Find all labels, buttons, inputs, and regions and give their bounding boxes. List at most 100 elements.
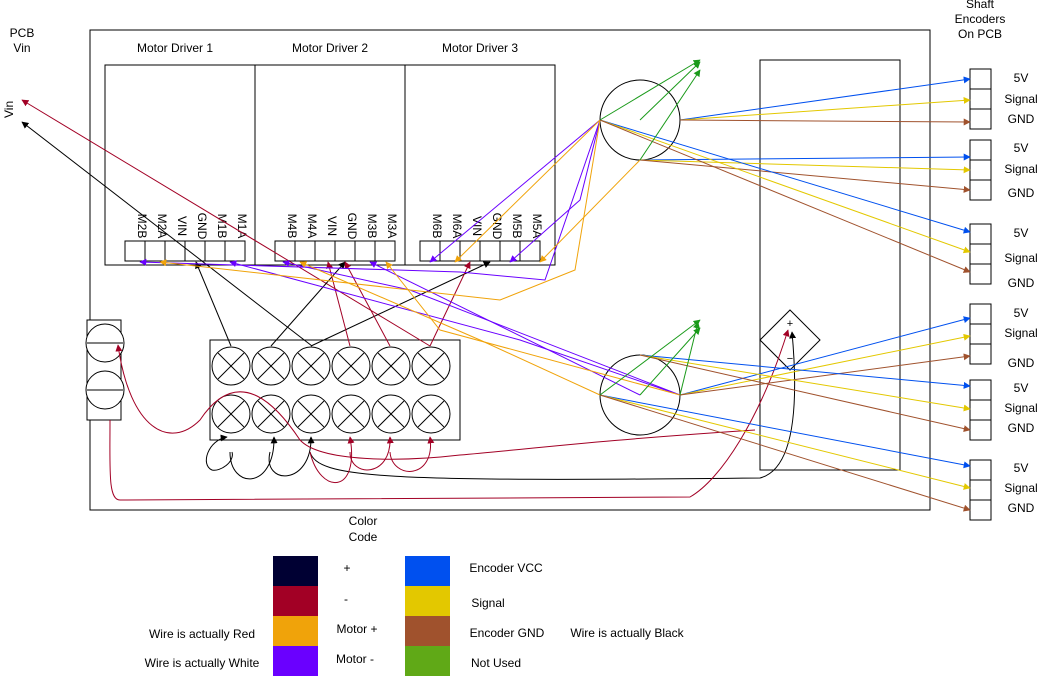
legend-label-motor-plus: Motor + (336, 622, 377, 636)
encoder-pin-label: GND (1008, 421, 1035, 435)
encoder-pin-label: Signal (1004, 481, 1037, 495)
encoder-pin-label: 5V (1014, 306, 1029, 320)
legend-label-encoder-vcc: Encoder VCC (469, 561, 543, 575)
terminal-cross (257, 352, 285, 380)
encoder-pin-label: 5V (1014, 141, 1029, 155)
encoder-pin-label: 5V (1014, 461, 1029, 475)
pin-socket (519, 240, 541, 262)
wire-yellow (599, 394, 971, 490)
wire-blue (639, 354, 971, 389)
pcb-vin-label-line1: PCB (10, 26, 35, 40)
pin-socket (294, 240, 316, 262)
encoder-pin-label: Signal (1004, 92, 1037, 106)
wire-black (309, 331, 797, 480)
legend-swatch-plus (273, 556, 318, 586)
wire-green (639, 69, 701, 161)
wire-purple (229, 260, 681, 396)
wire-purple (369, 261, 641, 396)
wire-brown (599, 119, 971, 273)
legend-swatch-not-used (405, 646, 450, 676)
wire-orange (385, 261, 681, 396)
motor-driver-3: Motor Driver 3 (404, 41, 556, 266)
encoders-title-line3: On PCB (958, 27, 1002, 41)
pin-socket (164, 240, 186, 262)
wire-black (310, 261, 491, 347)
encoder-pin-label: GND (1008, 356, 1035, 370)
legend-swatch-signal (405, 586, 450, 616)
legend-label-not-used: Not Used (471, 656, 521, 670)
legend-label-plus: + (343, 561, 350, 575)
terminal-cross (257, 400, 285, 428)
legend-title-line2: Code (349, 530, 378, 544)
wire-green (679, 321, 700, 396)
legend-swatch-encoder-gnd (405, 616, 450, 646)
wire-black (229, 436, 278, 480)
terminal-cross (217, 400, 245, 428)
pin-socket (479, 240, 501, 262)
pin-label: GND (345, 213, 359, 240)
pin-label: M6A (450, 214, 464, 239)
pin-label: VIN (175, 216, 189, 236)
pin-label: M3B (365, 214, 379, 239)
legend-swatch-encoder-vcc (405, 556, 450, 586)
vin-vertical-label: Vin (2, 101, 16, 118)
terminal-cross (337, 400, 365, 428)
legend-note-white: Wire is actually White (145, 656, 260, 670)
terminal-cross (217, 352, 245, 380)
wire-black (195, 261, 232, 347)
wire-brown (639, 354, 971, 433)
terminal-cross (337, 352, 365, 380)
legend-swatch-minus (273, 586, 318, 616)
legend-label-motor-minus: Motor - (336, 652, 374, 666)
wire-red (115, 344, 756, 460)
pin-label: GND (195, 213, 209, 240)
pin-label: VIN (470, 216, 484, 236)
pin-label: M2A (155, 214, 169, 239)
wire-purple (509, 119, 601, 263)
wire-green (639, 61, 701, 121)
pin-socket (354, 240, 376, 262)
wire-red (389, 436, 435, 472)
motor-driver-2-title: Motor Driver 2 (292, 41, 368, 55)
encoder-pin-label: Signal (1004, 401, 1037, 415)
encoder-pin-label: Signal (1004, 326, 1037, 340)
encoder-pin-label: GND (1008, 112, 1035, 126)
regulator-minus: − (787, 353, 793, 365)
wire-green (599, 319, 701, 396)
pin-socket (374, 240, 396, 262)
wire-red (429, 261, 471, 347)
regulator-plus: + (787, 318, 793, 330)
wire-blue (599, 394, 971, 469)
encoder-pin-label: Signal (1004, 162, 1037, 176)
wire-yellow (679, 96, 971, 121)
legend-title-line1: Color (349, 514, 378, 528)
encoder-connector (969, 139, 992, 201)
terminal-cross (377, 352, 405, 380)
pin-label: M1B (215, 214, 229, 239)
encoder-connector (969, 459, 992, 521)
wire-orange (159, 119, 601, 301)
wire-yellow (679, 333, 971, 396)
pin-label: M6B (430, 214, 444, 239)
wire-green (639, 327, 701, 396)
motor-driver-3-title: Motor Driver 3 (442, 41, 518, 55)
wire-red (349, 436, 394, 471)
legend-label-signal: Signal (471, 596, 504, 610)
terminal-cross (377, 400, 405, 428)
wire-black (268, 436, 315, 477)
wire-green (599, 59, 701, 121)
encoder-pin-label: GND (1008, 186, 1035, 200)
pin-socket (314, 240, 336, 262)
pin-label: VIN (325, 216, 339, 236)
pin-socket (224, 240, 246, 262)
encoder-pin-label: 5V (1014, 71, 1029, 85)
wire-blue (599, 119, 971, 234)
pin-label: M4A (305, 214, 319, 239)
wire-yellow (639, 159, 971, 174)
pin-socket (499, 240, 521, 262)
terminal-cross (297, 352, 325, 380)
pin-socket (184, 240, 206, 262)
encoder-connector (969, 379, 992, 441)
